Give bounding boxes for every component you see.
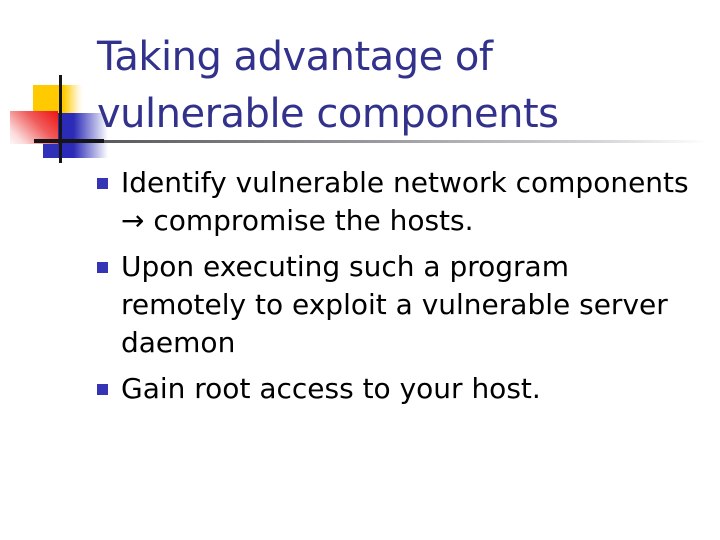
bullet-square-icon [97, 178, 108, 189]
decoration-horizontal-line [34, 139, 104, 143]
bullet-item: Gain root access to your host. [97, 370, 712, 408]
decoration-vertical-line [59, 75, 62, 163]
title-underline-rule [104, 140, 705, 143]
bullet-text: Identify vulnerable network components →… [121, 166, 689, 237]
bullet-text: Upon executing such a program remotely t… [121, 250, 668, 359]
bullet-text: Gain root access to your host. [121, 372, 541, 405]
decoration-red-square [10, 111, 58, 144]
bullet-item: Identify vulnerable network components →… [97, 164, 712, 240]
decoration-blue-gradient-square [58, 113, 110, 158]
bullet-square-icon [97, 384, 108, 395]
bullet-item: Upon executing such a program remotely t… [97, 248, 712, 362]
bullet-square-icon [97, 262, 108, 273]
slide-title: Taking advantage of vulnerable component… [97, 34, 559, 137]
bullet-list: Identify vulnerable network components →… [97, 164, 712, 416]
